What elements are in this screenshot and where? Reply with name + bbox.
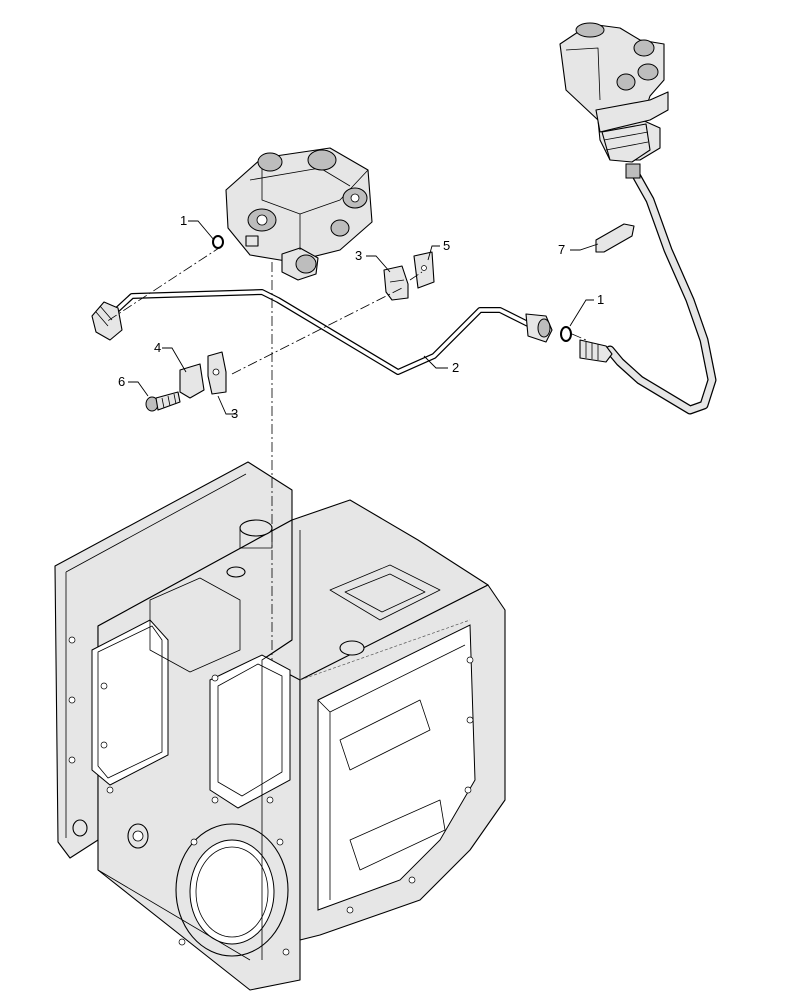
bracket	[179, 363, 205, 399]
callout-leaders	[128, 220, 599, 415]
o-ring-1a	[212, 235, 224, 249]
callout-2: 2	[452, 360, 459, 375]
callout-7: 7	[558, 242, 565, 257]
callout-3a: 3	[355, 248, 362, 263]
assembly-centerlines	[105, 245, 587, 660]
bolt-holes	[68, 636, 474, 956]
callout-6: 6	[118, 374, 125, 389]
callout-1b: 1	[597, 292, 604, 307]
control-valve	[225, 147, 373, 281]
rigid-pipe	[91, 289, 553, 375]
steering-motor	[559, 22, 669, 163]
bolt	[145, 391, 181, 412]
transmission-housing	[54, 461, 506, 991]
flexible-hose	[579, 163, 717, 415]
callout-5: 5	[443, 238, 450, 253]
hose-tag	[595, 223, 635, 253]
callout-3b: 3	[231, 406, 238, 421]
clamp-upper	[383, 265, 409, 301]
o-ring-1b	[560, 326, 572, 342]
callout-4: 4	[154, 340, 161, 355]
callout-1a: 1	[180, 213, 187, 228]
